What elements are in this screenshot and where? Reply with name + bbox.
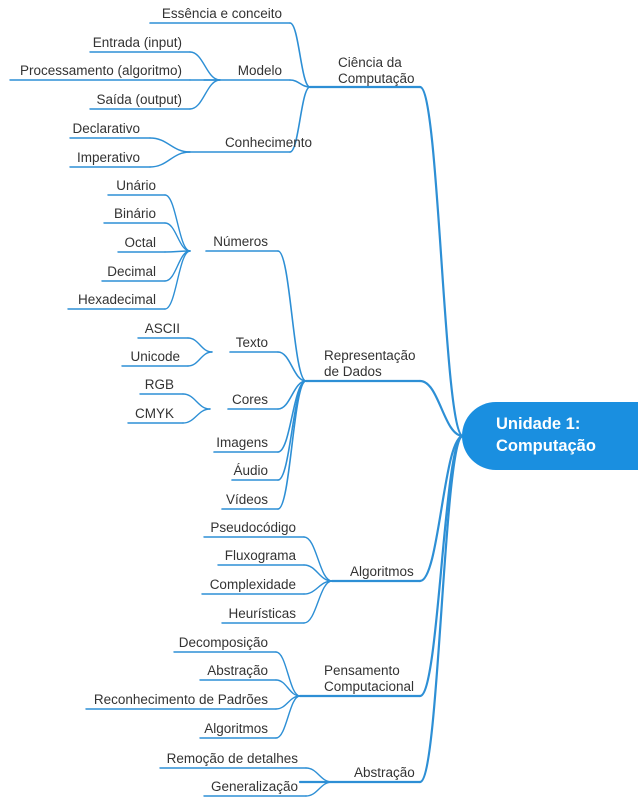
node-conhecimento[interactable]: Conhecimento [224, 135, 312, 150]
node-abstracao-pc[interactable]: Abstração [207, 663, 268, 678]
numeros-sub-curve-4 [164, 250, 191, 310]
node-entrada[interactable]: Entrada (input) [92, 35, 182, 50]
modelo-sub-curve-2 [189, 79, 221, 110]
abstracao-sub-curve-0 [305, 767, 333, 783]
root-node[interactable]: Unidade 1: Computação [462, 402, 638, 470]
node-texto[interactable]: Texto [235, 335, 268, 350]
cores-sub-curve-1 [182, 408, 211, 424]
node-saida[interactable]: Saída (output) [96, 92, 182, 107]
node-octal[interactable]: Octal [124, 235, 156, 250]
node-cores[interactable]: Cores [231, 392, 268, 407]
branch-abstracao[interactable]: Abstração [354, 765, 415, 780]
node-binario[interactable]: Binário [113, 206, 156, 221]
pensamento-sub-curve-1 [275, 679, 301, 697]
node-modelo[interactable]: Modelo [237, 63, 282, 78]
numeros-sub-curve-0 [164, 194, 191, 252]
pensamento-sub-curve-0 [275, 651, 301, 697]
algoritmos-sub-curve-1 [303, 564, 333, 582]
node-numeros[interactable]: Números [213, 234, 268, 249]
branch-pensamento-line2: Computacional [324, 679, 415, 694]
branch-ciencia-line2: Computação [338, 71, 415, 86]
node-fluxograma[interactable]: Fluxograma [224, 548, 296, 563]
algoritmos-sub-curve-0 [303, 536, 333, 582]
node-complexidade[interactable]: Complexidade [209, 577, 296, 592]
branch-abstracao-curve [418, 434, 465, 784]
node-decimal[interactable]: Decimal [107, 264, 156, 279]
root-label-line1: Unidade 1: [496, 415, 581, 433]
node-unicode[interactable]: Unicode [130, 349, 180, 364]
representacao-sub-curve-0 [277, 250, 307, 382]
node-pseudocodigo[interactable]: Pseudocódigo [210, 520, 296, 535]
branch-pensamento-computacional[interactable]: Pensamento Computacional [324, 663, 414, 695]
node-decomposicao[interactable]: Decomposição [178, 635, 268, 650]
ciencia-sub-curve-0 [289, 22, 311, 88]
node-unario[interactable]: Unário [116, 178, 156, 193]
representacao-sub-curve-1 [277, 351, 307, 382]
numeros-sub-curve-1 [164, 222, 191, 252]
ciencia-sub-curve-1 [289, 79, 311, 88]
node-videos[interactable]: Vídeos [225, 492, 268, 507]
branch-ciencia-line1: Ciência da [338, 55, 402, 70]
node-remocao-de-detalhes[interactable]: Remoção de detalhes [166, 751, 298, 766]
node-generalizacao[interactable]: Generalização [210, 779, 298, 794]
branch-ciencia-curve [418, 85, 465, 438]
ciencia-sub-curve-2 [289, 86, 311, 153]
branch-representacao-de-dados[interactable]: Representação de Dados [324, 348, 416, 380]
node-heuristicas[interactable]: Heurísticas [228, 606, 296, 621]
node-imperativo[interactable]: Imperativo [76, 150, 140, 165]
pensamento-sub-curve-3 [275, 695, 301, 739]
node-hexadecimal[interactable]: Hexadecimal [77, 292, 156, 307]
branch-algoritmos[interactable]: Algoritmos [350, 564, 414, 579]
node-processamento[interactable]: Processamento (algoritmo) [19, 63, 182, 78]
conhecimento-sub-curve-1 [149, 151, 191, 168]
node-reconhecimento-de-padroes[interactable]: Reconhecimento de Padrões [93, 692, 268, 707]
abstracao-sub-curve-1 [305, 781, 333, 797]
texto-sub-curve-1 [187, 351, 213, 367]
node-algoritmos-pc[interactable]: Algoritmos [204, 721, 268, 736]
branch-representacao-line2: de Dados [324, 364, 382, 379]
branch-algoritmos-curve [418, 434, 465, 583]
algoritmos-sub-curve-3 [303, 580, 333, 624]
branch-representacao-curve [418, 379, 465, 438]
node-ascii[interactable]: ASCII [144, 321, 180, 336]
numeros-sub-curve-3 [164, 250, 191, 282]
branch-representacao-line1: Representação [324, 348, 416, 363]
representacao-sub-curve-5 [277, 380, 307, 510]
node-essencia-e-conceito[interactable]: Essência e conceito [161, 6, 282, 21]
node-cmyk[interactable]: CMYK [134, 406, 174, 421]
root-label-line2: Computação [496, 437, 596, 455]
node-rgb[interactable]: RGB [144, 377, 174, 392]
node-audio[interactable]: Áudio [233, 463, 268, 478]
branch-pensamento-curve [418, 434, 465, 698]
branch-pensamento-line1: Pensamento [324, 663, 400, 678]
node-declarativo[interactable]: Declarativo [72, 121, 140, 136]
node-imagens[interactable]: Imagens [216, 435, 268, 450]
modelo-sub-curve-0 [189, 51, 221, 81]
branch-ciencia-da-computacao[interactable]: Ciência da Computação [338, 55, 415, 87]
